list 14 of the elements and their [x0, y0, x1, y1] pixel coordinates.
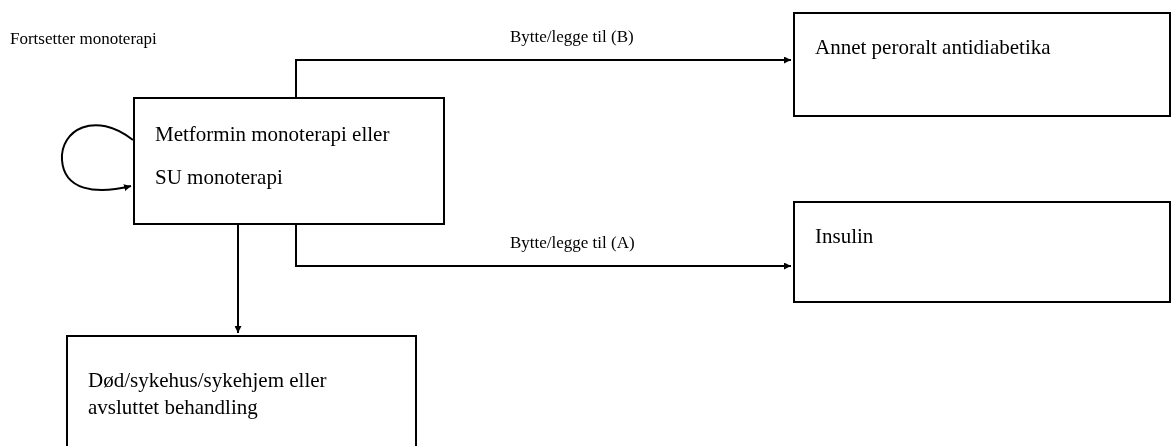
arrow: [295, 224, 792, 270]
box-text: Annet peroralt antidiabetika: [815, 34, 1051, 61]
box-text: Metformin monoterapi eller SU monoterapi: [155, 121, 391, 191]
box-text: Død/sykehus/sykehjem eller avsluttet behandling: [88, 367, 328, 422]
process-box: [793, 12, 1171, 117]
edge-label: Bytte/legge til (A): [510, 233, 635, 253]
process-box: [66, 335, 417, 446]
process-box: [793, 201, 1171, 303]
arrow: [295, 56, 792, 98]
box-text: Insulin: [815, 223, 874, 250]
edge-label: Bytte/legge til (B): [510, 27, 634, 47]
arrow: [61, 124, 134, 191]
arrow: [234, 224, 242, 334]
process-box: [133, 97, 445, 225]
